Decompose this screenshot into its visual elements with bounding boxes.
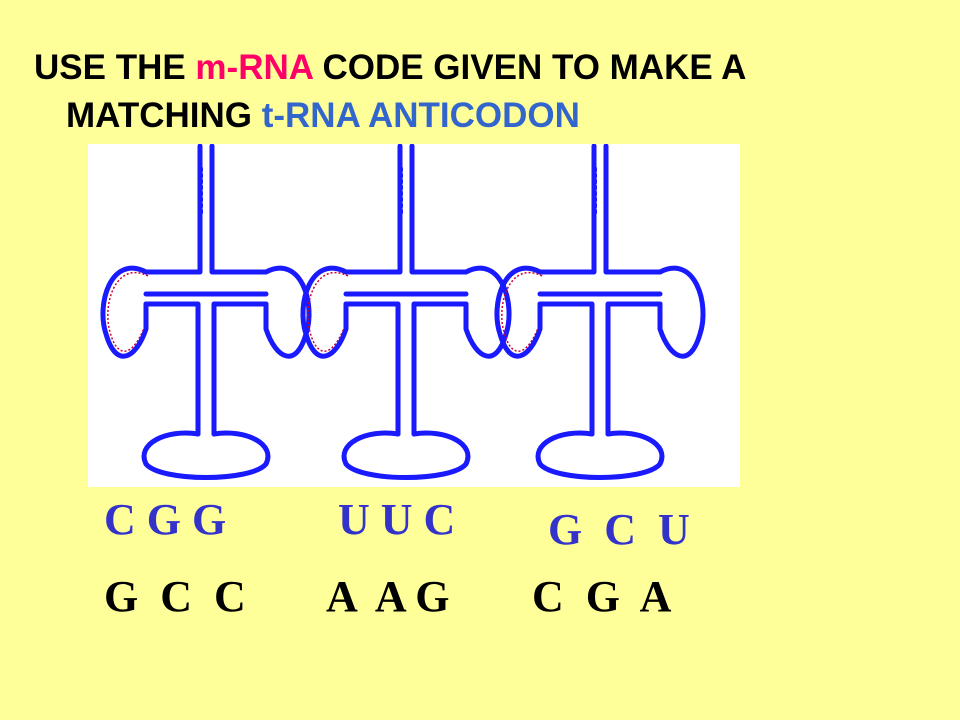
title-line-2: MATCHING t-RNA ANTICODON bbox=[34, 92, 934, 140]
trna-molecule-1 bbox=[103, 146, 309, 478]
mrna-term: m-RNA bbox=[195, 48, 313, 87]
slide-title: USE THE m-RNA CODE GIVEN TO MAKE A MATCH… bbox=[34, 44, 934, 140]
mrna-codon-1: G C C bbox=[104, 572, 246, 621]
mrna-codon-3: C G A bbox=[532, 572, 672, 621]
title-text: USE THE bbox=[34, 48, 196, 87]
anticodon-2: U U C bbox=[338, 495, 456, 544]
anticodon-1: C G G bbox=[104, 495, 227, 544]
trna-molecule-3 bbox=[497, 146, 703, 478]
trna-molecules bbox=[103, 146, 703, 478]
mrna-codon-2: A A G bbox=[326, 572, 450, 621]
trna-term: t-RNA ANTICODON bbox=[261, 96, 580, 135]
title-text: MATCHING bbox=[66, 96, 262, 135]
trna-diagram bbox=[88, 144, 740, 487]
title-line-1: USE THE m-RNA CODE GIVEN TO MAKE A bbox=[34, 44, 934, 92]
trna-diagram-panel bbox=[88, 144, 740, 487]
trna-molecule-2 bbox=[303, 146, 509, 478]
anticodon-3: G C U bbox=[548, 505, 690, 554]
title-text: CODE GIVEN TO MAKE A bbox=[312, 48, 747, 87]
